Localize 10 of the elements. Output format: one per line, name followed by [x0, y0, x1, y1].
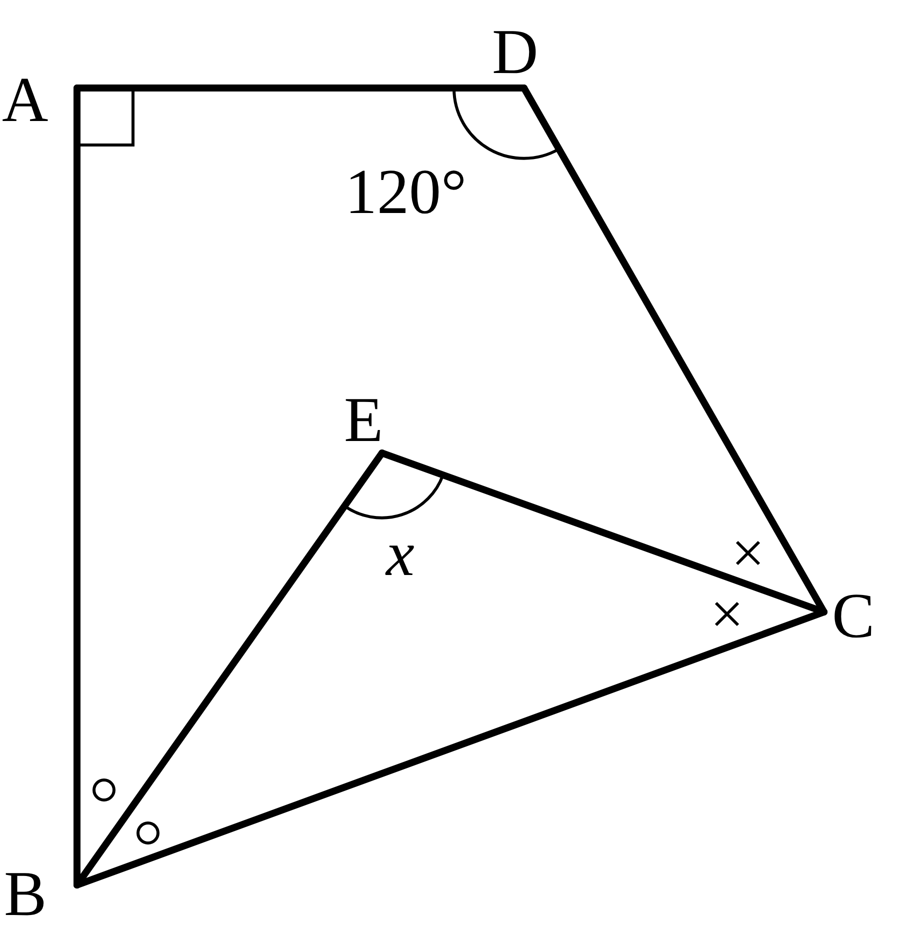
vertex-label: C [832, 584, 875, 648]
line-segment [74, 608, 828, 888]
angle-label: 120° [345, 160, 467, 224]
angle-label: x [386, 522, 414, 586]
vertex-label: E [344, 388, 384, 452]
line-segment [74, 450, 386, 888]
vertex-label: D [492, 20, 538, 84]
vertex-label: A [2, 68, 48, 132]
vertex-label: B [4, 862, 47, 926]
line-segment [378, 450, 828, 616]
